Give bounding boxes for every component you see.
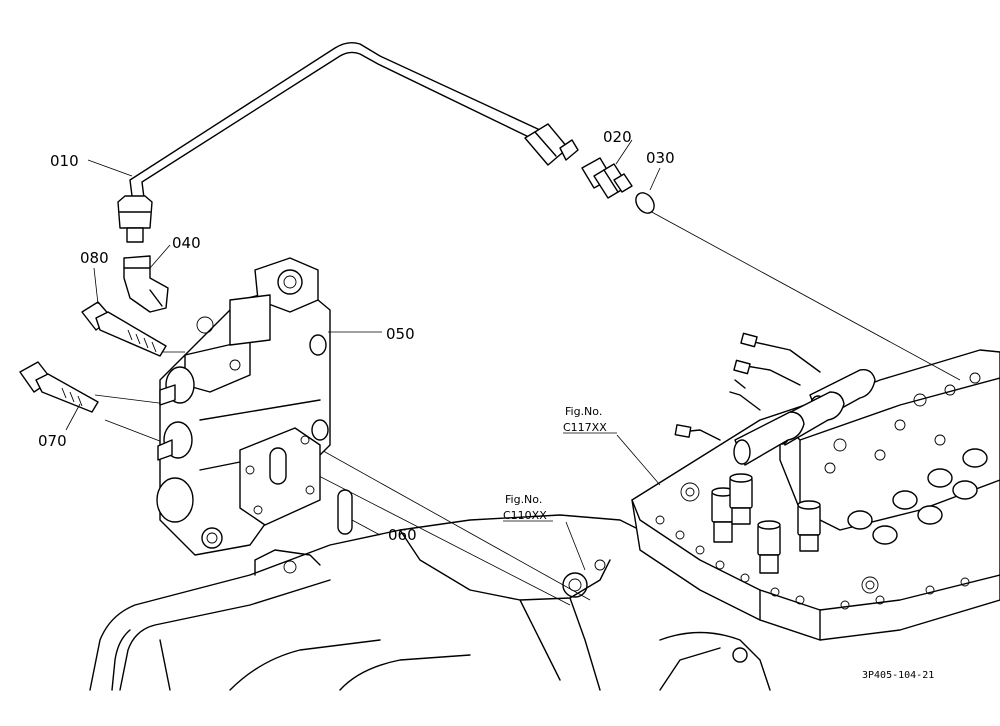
o-ring-060 <box>337 489 353 535</box>
union-fitting <box>581 157 633 199</box>
elbow-fitting <box>123 255 169 313</box>
callout-010: 010 <box>50 152 79 170</box>
control-valve-050 <box>156 257 331 556</box>
hydraulic-pipe <box>117 41 579 243</box>
drawing-code: 3P405-104-21 <box>862 670 934 681</box>
svg-text:Fig.No.: Fig.No. <box>565 405 602 418</box>
callout-070: 070 <box>38 432 67 450</box>
callout-040: 040 <box>172 234 201 252</box>
valve-body-assembly <box>631 332 1000 641</box>
svg-text:C110XX: C110XX <box>503 509 547 522</box>
callout-030: 030 <box>646 149 675 167</box>
o-ring-030 <box>635 192 655 214</box>
svg-text:C117XX: C117XX <box>563 421 607 434</box>
cartridge-valves <box>711 448 988 574</box>
callout-labels: 010 020 030 040 080 050 070 060 <box>38 128 675 544</box>
transmission-housing <box>89 514 771 691</box>
svg-text:Fig.No.: Fig.No. <box>505 493 542 506</box>
callout-050: 050 <box>386 325 415 343</box>
figure-reference-c117: Fig.No. C117XX <box>563 405 607 434</box>
leader-lines <box>65 139 661 571</box>
figure-reference-c110: Fig.No. C110XX <box>503 493 547 522</box>
callout-020: 020 <box>603 128 632 146</box>
bolt-070 <box>19 361 99 413</box>
bolt-080 <box>81 301 167 357</box>
callout-080: 080 <box>80 249 109 267</box>
callout-060: 060 <box>388 526 417 544</box>
